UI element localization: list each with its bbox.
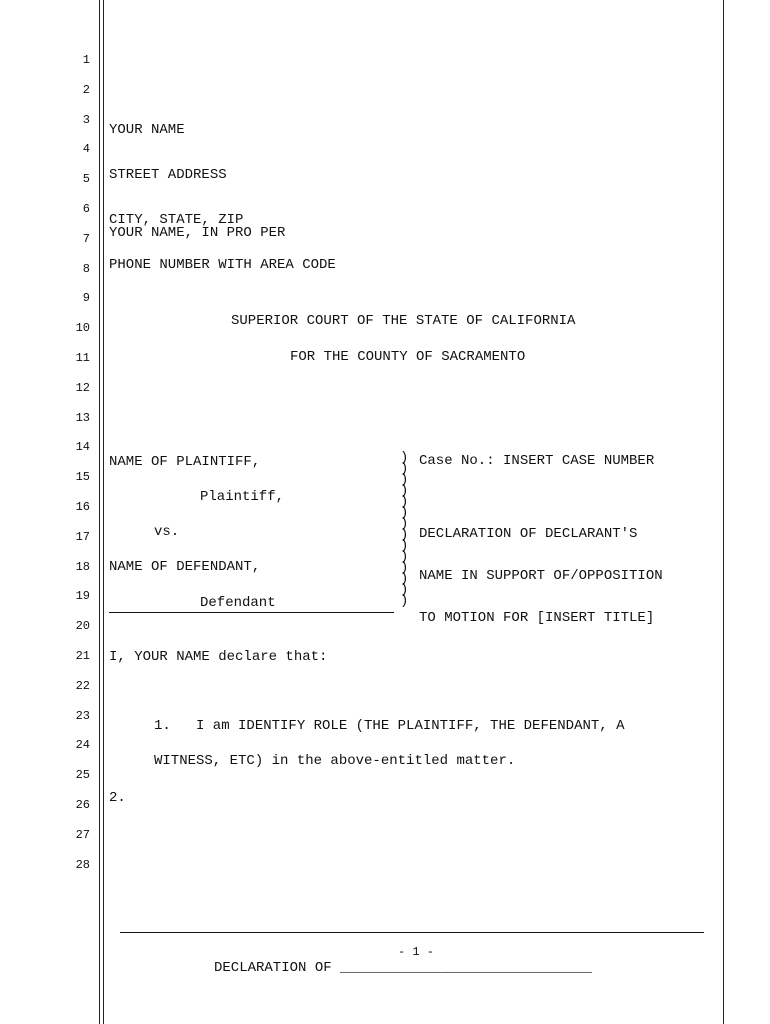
attorney-header: YOUR NAME STREET ADDRESS CITY, STATE, ZI… — [109, 93, 336, 288]
line-number: 15 — [75, 470, 90, 484]
caption-paren: ) — [400, 505, 409, 521]
line-number: 22 — [75, 679, 90, 693]
item-1-line-1: 1. I am IDENTIFY ROLE (THE PLAINTIFF, TH… — [154, 718, 625, 734]
footer-title: DECLARATION OF _________________________… — [214, 960, 593, 976]
line-number: 11 — [75, 351, 90, 365]
plaintiff-name: NAME OF PLAINTIFF, — [109, 454, 261, 470]
left-margin-rule-outer — [99, 0, 100, 1024]
line-number: 9 — [82, 291, 90, 305]
line-number: 6 — [82, 202, 90, 216]
caption-paren: ) — [400, 538, 409, 554]
line-number: 27 — [75, 828, 90, 842]
caption-paren: ) — [400, 571, 409, 587]
line-number: 2 — [82, 83, 90, 97]
line-number: 25 — [75, 768, 90, 782]
header-name: YOUR NAME — [109, 122, 185, 138]
line-number: 4 — [82, 142, 90, 156]
line-number: 8 — [82, 262, 90, 276]
court-county: FOR THE COUNTY OF SACRAMENTO — [290, 349, 526, 365]
header-phone: PHONE NUMBER WITH AREA CODE — [109, 257, 336, 273]
line-number: 3 — [82, 113, 90, 127]
line-number: 16 — [75, 500, 90, 514]
line-number: 7 — [82, 232, 90, 246]
defendant-role: Defendant — [200, 595, 276, 611]
line-number: 12 — [75, 381, 90, 395]
caption-paren: ) — [400, 549, 409, 565]
case-number: Case No.: INSERT CASE NUMBER — [419, 453, 655, 469]
caption-paren: ) — [400, 472, 409, 488]
header-street: STREET ADDRESS — [109, 167, 227, 183]
title-line-2: NAME IN SUPPORT OF/OPPOSITION — [419, 568, 663, 584]
caption-paren: ) — [400, 560, 409, 576]
plaintiff-role: Plaintiff, — [200, 489, 285, 505]
line-number: 13 — [75, 411, 90, 425]
caption-paren: ) — [400, 494, 409, 510]
caption-paren: ) — [400, 461, 409, 477]
footer-rule — [120, 932, 704, 933]
header-city: CITY, STATE, ZIP — [109, 212, 244, 228]
page-number: - 1 - — [398, 945, 435, 959]
line-number: 1 — [82, 53, 90, 67]
caption-underline — [109, 612, 394, 613]
right-margin-rule — [723, 0, 724, 1024]
line-number: 24 — [75, 738, 90, 752]
line-number: 21 — [75, 649, 90, 663]
caption-paren: ) — [400, 516, 409, 532]
title-line-3: TO MOTION FOR [INSERT TITLE] — [419, 610, 655, 626]
defendant-name: NAME OF DEFENDANT, — [109, 559, 261, 575]
line-number: 18 — [75, 560, 90, 574]
pro-per-line: YOUR NAME, IN PRO PER — [109, 225, 286, 241]
caption-paren: ) — [400, 593, 409, 609]
declare-statement: I, YOUR NAME declare that: — [109, 649, 328, 665]
item-2: 2. — [109, 790, 126, 806]
caption-paren: ) — [400, 450, 409, 466]
line-number: 17 — [75, 530, 90, 544]
caption-paren: ) — [400, 582, 409, 598]
line-number: 10 — [75, 321, 90, 335]
court-title: SUPERIOR COURT OF THE STATE OF CALIFORNI… — [231, 313, 576, 329]
line-number: 19 — [75, 589, 90, 603]
caption-paren-column: )))))))))))))) — [400, 450, 410, 609]
left-margin-rule-inner — [103, 0, 104, 1024]
document-title: DECLARATION OF DECLARANT'S NAME IN SUPPO… — [419, 499, 663, 639]
line-number: 14 — [75, 440, 90, 454]
item-1-line-2: WITNESS, ETC) in the above-entitled matt… — [154, 753, 516, 769]
versus-label: vs. — [154, 524, 180, 540]
line-number: 20 — [75, 619, 90, 633]
line-number: 26 — [75, 798, 90, 812]
caption-paren: ) — [400, 483, 409, 499]
line-number: 23 — [75, 709, 90, 723]
caption-paren: ) — [400, 527, 409, 543]
title-line-1: DECLARATION OF DECLARANT'S — [419, 526, 638, 542]
line-number: 5 — [82, 172, 90, 186]
line-number: 28 — [75, 858, 90, 872]
